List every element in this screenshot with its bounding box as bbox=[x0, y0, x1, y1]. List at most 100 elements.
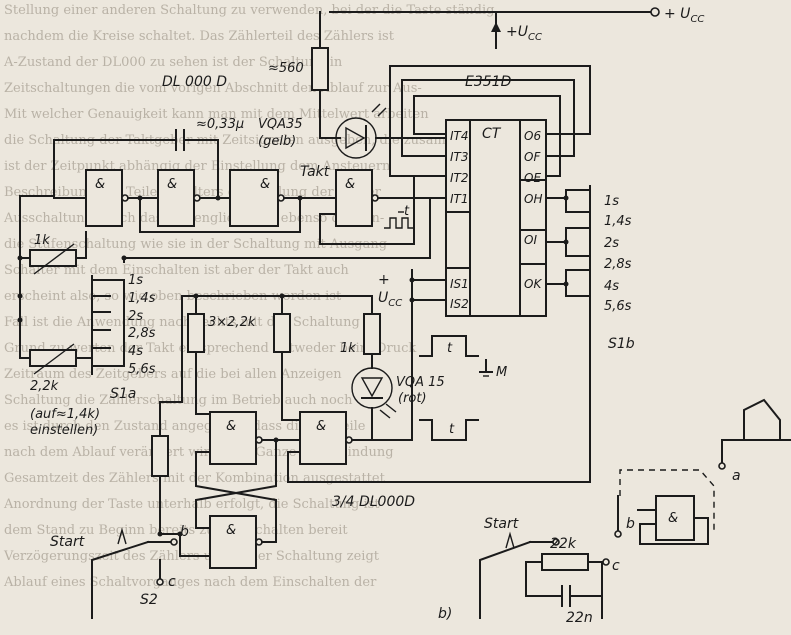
node bbox=[137, 195, 143, 201]
r560-resistor bbox=[311, 47, 329, 91]
background-text-line: A-Zustand der DL000 zu sehen ist der Sch… bbox=[3, 55, 343, 70]
pin-it2: IT2 bbox=[450, 171, 469, 185]
reset-resistor bbox=[151, 435, 169, 477]
r560-wire-bot bbox=[319, 89, 341, 139]
node bbox=[563, 195, 569, 201]
start-left-node-c bbox=[156, 578, 164, 586]
node bbox=[177, 531, 183, 537]
background-text-line: nachdem die Kreise schaltet. Das Zählert… bbox=[4, 29, 395, 44]
nand-gate-2: & bbox=[157, 169, 201, 227]
loop-mid bbox=[401, 79, 575, 157]
pin-it3: IT3 bbox=[450, 150, 469, 164]
adjust-note-1: (auf≈1,4k) bbox=[30, 407, 100, 422]
pin-it1: IT1 bbox=[450, 192, 469, 206]
plus-label: + bbox=[378, 272, 390, 288]
start-left-actuator bbox=[117, 527, 127, 545]
takt-pulse-waveform: t bbox=[384, 204, 414, 229]
background-text-line: Gesamtzeit des Zählers mit der Kombinati… bbox=[4, 471, 386, 486]
pin-is1: IS1 bbox=[450, 277, 469, 291]
resistor-1k-led bbox=[363, 313, 381, 355]
pin-o6: O6 bbox=[524, 129, 541, 143]
loop-outer bbox=[389, 65, 591, 177]
resistor-22k-a bbox=[187, 295, 211, 415]
s1b-time-2: 1,4s bbox=[604, 214, 632, 229]
r22k-cap-frame bbox=[525, 561, 551, 597]
background-text-line: Grund zu werten der Takt entsprechend en… bbox=[4, 341, 416, 356]
pulse-t-positive: t bbox=[447, 341, 453, 356]
background-text-line: es ist durch den Zustand angegeben, dass… bbox=[4, 419, 366, 434]
start-right-label: Start bbox=[484, 516, 519, 532]
node-a-label: a bbox=[732, 468, 741, 484]
start-switch-left[interactable] bbox=[91, 527, 178, 619]
background-text-line: Zeitraum des Zeitgebers auf die bei alle… bbox=[4, 367, 342, 382]
g3-fb bbox=[139, 197, 301, 233]
background-text-line: erscheint also, so wie oben beschrieben … bbox=[4, 289, 342, 304]
s1b-wire-ok-b bbox=[565, 283, 581, 297]
s1b-time-6: 5,6s bbox=[604, 299, 632, 314]
nand-gate-1: & bbox=[85, 169, 129, 227]
pin-of: OF bbox=[524, 150, 541, 164]
node bbox=[409, 297, 415, 303]
pin-oi: OI bbox=[524, 233, 537, 247]
nand-gate-5: & bbox=[209, 411, 263, 465]
ucc-top-terminal bbox=[650, 7, 660, 17]
gate-symbol: & bbox=[167, 177, 177, 192]
m-label: M bbox=[496, 365, 507, 380]
node bbox=[17, 255, 23, 261]
s1b-wire-oi bbox=[545, 227, 581, 243]
s1a-time-6: 5,6s bbox=[128, 362, 156, 377]
g4-gate-ctrl bbox=[319, 175, 415, 245]
resistor-22k-right bbox=[541, 553, 589, 571]
s1a-loop bbox=[109, 279, 125, 367]
gate-symbol: & bbox=[226, 419, 236, 434]
s1b-label: S1b bbox=[608, 336, 635, 352]
takt-label: Takt bbox=[300, 164, 330, 180]
start-right-node bbox=[552, 538, 560, 546]
led-red-color: (rot) bbox=[398, 391, 427, 406]
rheostat-1k-label: 1k bbox=[34, 233, 50, 248]
background-text-line: dem Stand zu Beginn bereits zum Abschalt… bbox=[4, 523, 348, 538]
rheostat-22k-label: 2,2k bbox=[30, 379, 59, 394]
start-right-lever bbox=[479, 540, 532, 619]
node bbox=[17, 317, 23, 323]
start-left-node-b bbox=[170, 538, 178, 546]
cap033-wire-right bbox=[183, 139, 219, 197]
e351d-ct: CT bbox=[482, 126, 502, 142]
s1a-switch[interactable] bbox=[91, 275, 125, 375]
start-switch-right[interactable] bbox=[479, 531, 560, 619]
pulse-symbol-positive: t bbox=[419, 335, 479, 357]
s2-label: S2 bbox=[140, 592, 158, 608]
led-red-ray1 bbox=[385, 403, 397, 413]
led-yellow-icon bbox=[345, 126, 366, 150]
gate-symbol: & bbox=[345, 177, 355, 192]
sketch-frame bbox=[743, 398, 781, 441]
background-text-line: Ablauf eines Schaltvorganges nach dem Ei… bbox=[3, 575, 377, 590]
node-b-right-label: b bbox=[626, 516, 635, 532]
takt-pulse-t: t bbox=[404, 204, 410, 219]
ucc-mid-label: +UCC bbox=[506, 24, 542, 43]
led-yellow-ray1 bbox=[371, 103, 381, 113]
pin-is2: IS2 bbox=[450, 297, 469, 311]
pin-ok: OK bbox=[524, 277, 542, 291]
pulse-symbol-negative: t bbox=[419, 419, 479, 441]
led-yellow-label: VQA35 bbox=[258, 117, 303, 132]
e351d-chip bbox=[445, 119, 547, 317]
pin-oe: OE bbox=[524, 171, 541, 185]
start-left-label: Start bbox=[50, 534, 85, 550]
node bbox=[563, 281, 569, 287]
node-a bbox=[718, 462, 726, 470]
gate-symbol: & bbox=[95, 177, 105, 192]
node-c-right-label: c bbox=[612, 558, 620, 574]
s1b-time-4: 2,8s bbox=[604, 257, 632, 272]
adjust-note-2: einstellen) bbox=[30, 423, 98, 438]
s1b-switch[interactable] bbox=[545, 185, 591, 301]
node bbox=[215, 195, 221, 201]
loop-inner bbox=[413, 95, 561, 177]
gate-symbol: & bbox=[226, 523, 236, 538]
s1b-wire-1s bbox=[545, 197, 581, 213]
nand-gate-6: & bbox=[299, 411, 353, 465]
rheostat-1k bbox=[19, 231, 87, 275]
pulse-t-negative: t bbox=[449, 422, 455, 437]
s1a-time-3: 2s bbox=[128, 309, 143, 324]
